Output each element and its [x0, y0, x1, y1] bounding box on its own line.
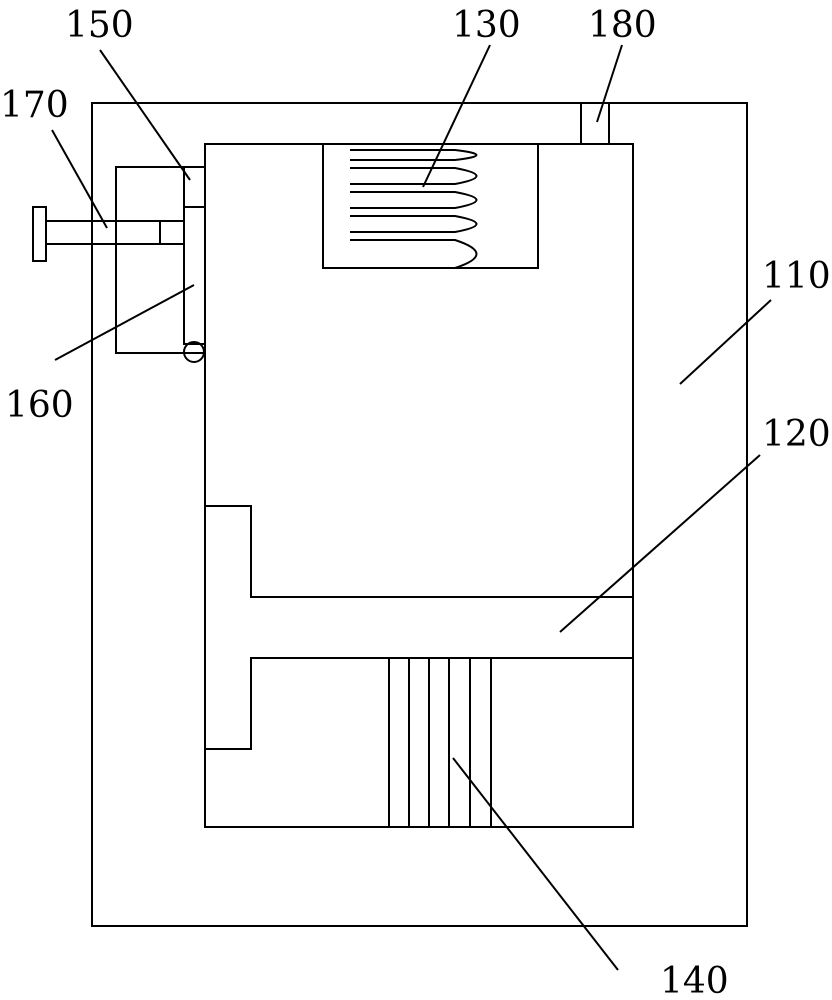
side-bracket [115, 166, 206, 354]
spring-housing-130 [322, 143, 539, 269]
inner-chamber [204, 143, 634, 828]
spring-coils-130 [350, 149, 478, 269]
lever-160 [183, 206, 206, 345]
leader-110 [679, 299, 772, 385]
leader-130 [422, 44, 491, 188]
outer-housing-110 [91, 102, 748, 927]
top-block-180 [580, 102, 610, 145]
leader-150 [99, 49, 191, 181]
slats-140 [388, 657, 492, 828]
label-130: 130 [452, 5, 521, 46]
label-170: 170 [0, 85, 69, 126]
rod-170 [45, 220, 185, 245]
leader-170 [51, 129, 108, 229]
label-140: 140 [660, 961, 729, 1000]
leader-180 [596, 44, 623, 123]
label-120: 120 [762, 414, 831, 455]
leader-160 [54, 284, 195, 361]
leader-120 [559, 454, 761, 633]
label-110: 110 [762, 256, 831, 297]
leader-140 [452, 757, 619, 971]
label-180: 180 [588, 5, 657, 46]
label-150: 150 [65, 5, 134, 46]
knob-170 [32, 206, 47, 262]
label-160: 160 [5, 385, 74, 426]
latch-block-150 [183, 166, 206, 208]
piston-120 [205, 505, 634, 750]
leader-lines [51, 44, 772, 971]
pivot-160 [183, 341, 205, 363]
